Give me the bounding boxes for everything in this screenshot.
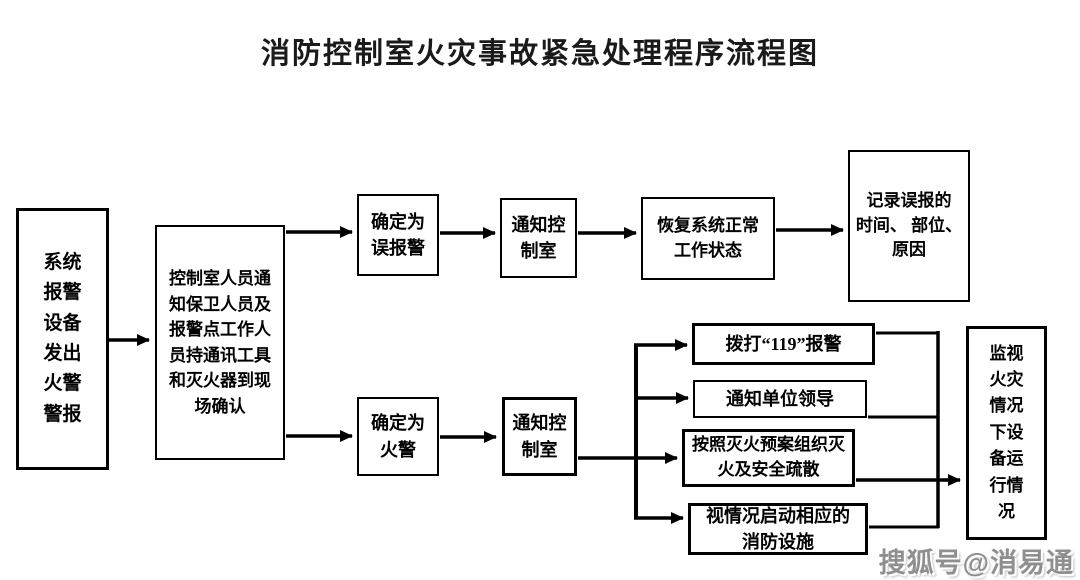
- node-activate-facilities: 视情况启动相应的 消防设施: [688, 503, 868, 555]
- node-monitor-equipment: 监视 火灾 情况 下设 备运 行情 况: [966, 326, 1047, 540]
- node-notify-control-bottom: 通知控 制室: [502, 397, 577, 476]
- node-notify-leaders: 通知单位领导: [693, 380, 867, 418]
- node-fire-alarm: 确定为 火警: [357, 397, 439, 476]
- node-notify-control-top: 通知控 制室: [500, 198, 577, 278]
- node-record-false-alarm: 记录误报的 时间、 部位、 原因: [848, 150, 970, 302]
- node-organize-firefight: 按照灭火预案组织灭 火及安全疏散: [682, 429, 855, 487]
- node-call-119: 拨打“119”报警: [692, 323, 875, 365]
- node-site-confirm: 控制室人员通 知保卫人员及 报警点工作人 员持通讯工具 和灭火器到现 场确认: [155, 225, 285, 460]
- node-false-alarm: 确定为 误报警: [357, 194, 439, 276]
- page-title: 消防控制室火灾事故紧急处理程序流程图: [260, 38, 819, 70]
- watermark: 搜狐号@消易通: [878, 548, 1074, 578]
- node-restore-system: 恢复系统正常 工作状态: [641, 197, 775, 280]
- node-system-alarm: 系统 报警 设备 发出 火警 警报: [16, 208, 109, 470]
